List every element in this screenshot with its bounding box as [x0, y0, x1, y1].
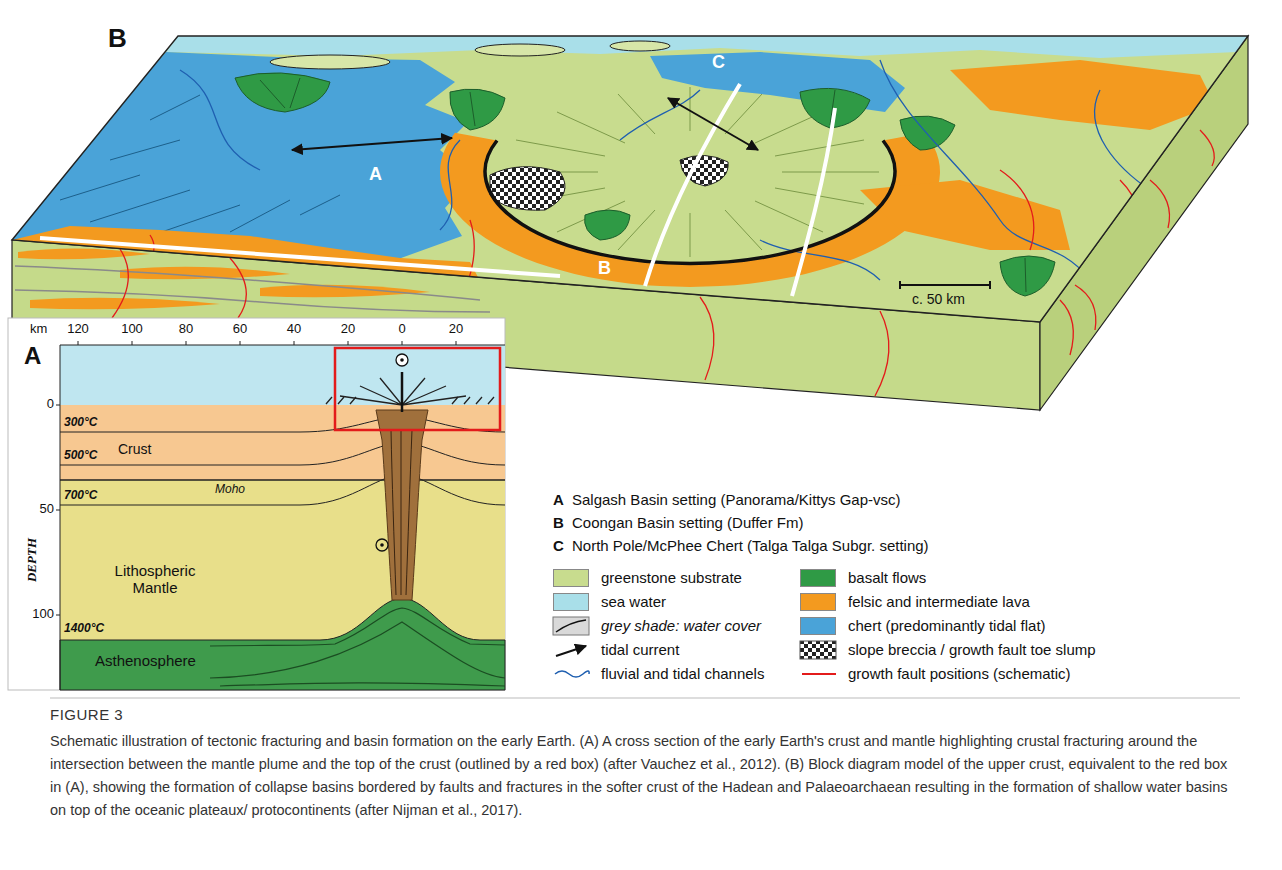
axis-tick-label: 0 [47, 397, 54, 412]
axis-tick-label: 60 [233, 322, 247, 337]
axis-tick-label: 80 [179, 322, 193, 337]
legend-text: tidal current [601, 641, 679, 658]
legend-swatch [553, 593, 589, 611]
legend-text: chert (predominantly tidal flat) [848, 617, 1046, 634]
legend-text: grey shade: water cover [601, 617, 761, 634]
setting-letter: A [369, 164, 382, 185]
legend-swatch [800, 569, 836, 587]
axis-tick-label: 50 [40, 502, 54, 517]
block-diagram [12, 36, 1248, 410]
layer-label: Asthenosphere [95, 652, 196, 669]
caption-rule [50, 698, 1240, 699]
panel-letter: A [24, 342, 41, 370]
axis-unit: km [30, 322, 47, 337]
scale-label: c. 50 km [912, 291, 965, 307]
legend-text: slope breccia / growth fault toe slump [848, 641, 1096, 658]
block-diagram-panel: B [108, 24, 1258, 324]
layer-label: Lithospheric Mantle [95, 562, 215, 597]
axis-tick-label: 20 [449, 322, 463, 337]
layer-label: Crust [118, 441, 151, 457]
legend-swatch [553, 569, 589, 587]
legend-setting: Salgash Basin setting (Panorama/Kittys G… [572, 491, 900, 508]
legend-text: basalt flows [848, 569, 926, 586]
legend-text: sea water [601, 593, 666, 610]
figure-caption: Schematic illustration of tectonic fract… [50, 730, 1240, 822]
isotherm-label: 300°C [64, 416, 98, 430]
isotherm-label: 1400°C [64, 622, 104, 636]
figure-number: FIGURE 3 [50, 706, 123, 723]
axis-tick-label: 0 [398, 322, 405, 337]
legend-setting: North Pole/McPhee Chert (Talga Talga Sub… [572, 537, 929, 554]
setting-letter: C [712, 52, 725, 73]
legend-setting: Coongan Basin setting (Duffer Fm) [572, 514, 804, 531]
legend-swatch [800, 593, 836, 611]
axis-tick-label: 100 [32, 607, 54, 622]
panel-letter: B [108, 24, 127, 54]
legend-text: growth fault positions (schematic) [848, 665, 1071, 682]
legend-text: felsic and intermediate lava [848, 593, 1030, 610]
legend-letter: C [553, 537, 564, 554]
legend-swatch [800, 617, 836, 635]
axis-tick-label: 40 [287, 322, 301, 337]
axis-tick-label: 120 [67, 322, 89, 337]
axis-title: DEPTH [25, 538, 40, 582]
legend-letter: A [553, 491, 564, 508]
legend-letter: B [553, 514, 564, 531]
isotherm-label: 700°C [64, 489, 98, 503]
boundary-label: Moho [215, 483, 245, 497]
legend-text: greenstone substrate [601, 569, 742, 586]
isotherm-label: 500°C [64, 449, 98, 463]
setting-letter: B [598, 258, 611, 279]
axis-tick-label: 20 [341, 322, 355, 337]
cross-section [8, 318, 505, 690]
axis-tick-label: 100 [121, 322, 143, 337]
legend-text: fluvial and tidal channels [601, 665, 764, 682]
